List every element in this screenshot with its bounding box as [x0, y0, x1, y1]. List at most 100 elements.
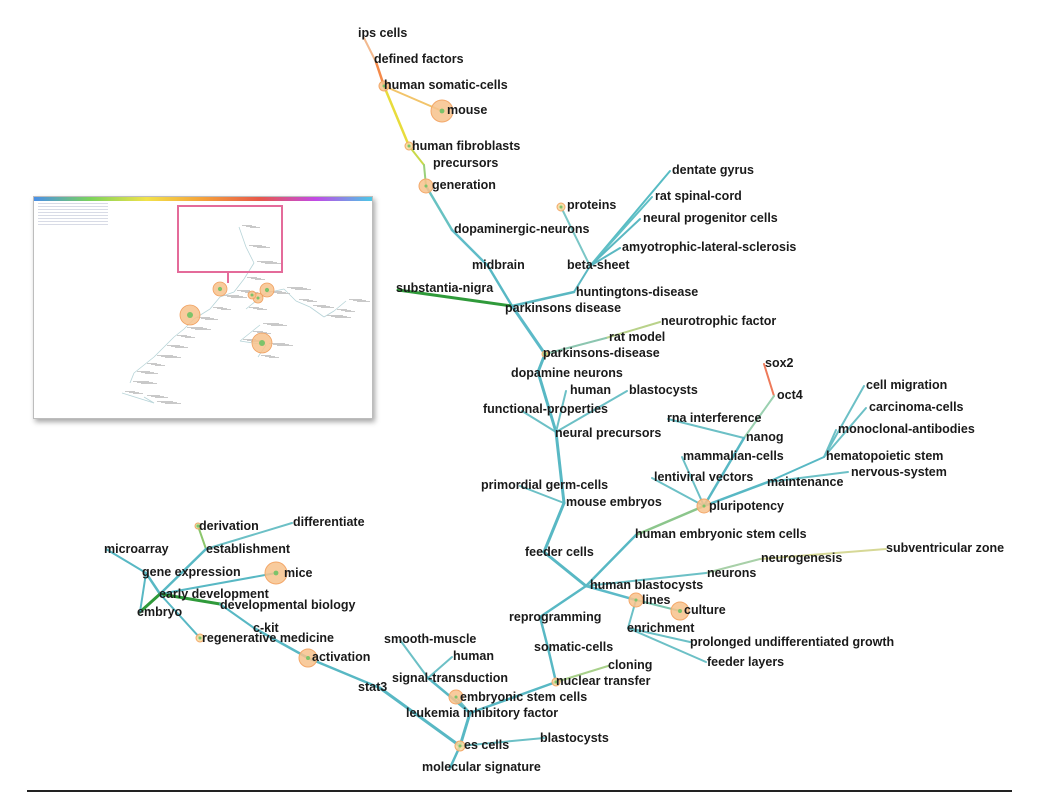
- node-label[interactable]: neurons: [707, 566, 756, 580]
- node-label[interactable]: mammalian-cells: [683, 449, 784, 463]
- node-label[interactable]: hematopoietic stem: [826, 449, 943, 463]
- node-core-pluripotency: [702, 504, 706, 508]
- node-label[interactable]: feeder cells: [525, 545, 594, 559]
- node-label[interactable]: microarray: [104, 542, 169, 556]
- node-label[interactable]: proteins: [567, 198, 616, 212]
- overview-label-mark: [133, 381, 149, 382]
- overview-label-mark: [257, 247, 270, 248]
- node-label[interactable]: functional-properties: [483, 402, 608, 416]
- node-label[interactable]: substantia-nigra: [396, 281, 494, 295]
- node-label[interactable]: beta-sheet: [567, 258, 630, 272]
- node-label[interactable]: leukemia inhibitory factor: [406, 706, 558, 720]
- node-label[interactable]: subventricular zone: [886, 541, 1004, 555]
- node-label[interactable]: sox2: [765, 356, 794, 370]
- node-label[interactable]: primordial germ-cells: [481, 478, 608, 492]
- node-label[interactable]: rat model: [609, 330, 665, 344]
- node-label[interactable]: es cells: [464, 738, 509, 752]
- overview-label-mark: [257, 261, 273, 262]
- node-label[interactable]: somatic-cells: [534, 640, 613, 654]
- node-label[interactable]: oct4: [777, 388, 803, 402]
- node-label[interactable]: lentiviral vectors: [654, 470, 753, 484]
- overview-label-mark: [291, 288, 307, 289]
- node-label[interactable]: ips cells: [358, 26, 407, 40]
- node-label[interactable]: embryonic stem cells: [460, 690, 587, 704]
- node-label[interactable]: huntingtons-disease: [576, 285, 698, 299]
- node-label[interactable]: dentate gyrus: [672, 163, 754, 177]
- node-label[interactable]: lines: [642, 593, 671, 607]
- node-label[interactable]: defined factors: [374, 52, 464, 66]
- node-label[interactable]: human embryonic stem cells: [635, 527, 807, 541]
- node-label[interactable]: nanog: [746, 430, 784, 444]
- node-label[interactable]: parkinsons disease: [505, 301, 621, 315]
- node-label[interactable]: c-kit: [253, 621, 280, 635]
- node-label[interactable]: mouse: [447, 103, 487, 117]
- node-label[interactable]: feeder layers: [707, 655, 784, 669]
- node-label[interactable]: amyotrophic-lateral-sclerosis: [622, 240, 796, 254]
- node-label[interactable]: human: [453, 649, 494, 663]
- node-label[interactable]: neurotrophic factor: [661, 314, 776, 328]
- node-label[interactable]: dopaminergic-neurons: [454, 222, 589, 236]
- node-label[interactable]: gene expression: [142, 565, 241, 579]
- node-label[interactable]: generation: [432, 178, 496, 192]
- node-label[interactable]: culture: [684, 603, 726, 617]
- node-label[interactable]: blastocysts: [540, 731, 609, 745]
- overview-label-mark: [243, 339, 256, 340]
- node-label[interactable]: differentiate: [293, 515, 365, 529]
- edge-microarray-gene-expression: [105, 548, 147, 574]
- node-label[interactable]: nervous-system: [851, 465, 947, 479]
- node-label[interactable]: precursors: [433, 156, 498, 170]
- node-label[interactable]: establishment: [206, 542, 291, 556]
- node-label[interactable]: human: [570, 383, 611, 397]
- node-label[interactable]: embryo: [137, 605, 183, 619]
- node-label[interactable]: smooth-muscle: [384, 632, 476, 646]
- edge-somatic-cells-nuclear-transfer: [546, 646, 558, 684]
- node-label[interactable]: mice: [284, 566, 313, 580]
- overview-viewport-rect[interactable]: [177, 205, 283, 273]
- node-label[interactable]: derivation: [199, 519, 259, 533]
- node-label[interactable]: cell migration: [866, 378, 947, 392]
- edge-primordial-germ-cells-mouse-embryos: [519, 485, 565, 504]
- node-label[interactable]: signal-transduction: [392, 671, 508, 685]
- overview-minimap-panel[interactable]: [33, 196, 373, 419]
- edge-activation-stat3: [306, 656, 382, 690]
- node-label[interactable]: blastocysts: [629, 383, 698, 397]
- overview-label-mark: [331, 316, 347, 317]
- node-label[interactable]: mouse embryos: [566, 495, 662, 509]
- node-label[interactable]: monoclonal-antibodies: [838, 422, 975, 436]
- node-label[interactable]: stat3: [358, 680, 387, 694]
- node-label[interactable]: human fibroblasts: [412, 139, 520, 153]
- node-label[interactable]: midbrain: [472, 258, 525, 272]
- edge-neurons-human-blastocysts: [585, 572, 707, 587]
- edge-smooth-muscle-signal-transduction: [399, 639, 429, 679]
- overview-label-mark: [151, 396, 164, 397]
- node-label[interactable]: molecular signature: [422, 760, 541, 774]
- node-label[interactable]: human somatic-cells: [384, 78, 508, 92]
- overview-edge: [233, 278, 245, 293]
- node-label[interactable]: rat spinal-cord: [655, 189, 742, 203]
- node-label[interactable]: prolonged undifferentiated growth: [690, 635, 894, 649]
- node-label[interactable]: neurogenesis: [761, 551, 842, 565]
- node-label[interactable]: pluripotency: [709, 499, 784, 513]
- node-label[interactable]: parkinsons-disease: [543, 346, 660, 360]
- node-label[interactable]: rna interference: [667, 411, 762, 425]
- node-label[interactable]: carcinoma-cells: [869, 400, 964, 414]
- node-label[interactable]: reprogramming: [509, 610, 601, 624]
- node-label[interactable]: cloning: [608, 658, 652, 672]
- node-label[interactable]: neural progenitor cells: [643, 211, 778, 225]
- edge-leukemia-inhibitory-factor-es-cells: [458, 711, 472, 748]
- node-label[interactable]: developmental biology: [220, 598, 355, 612]
- node-label[interactable]: activation: [312, 650, 370, 664]
- node-label[interactable]: human blastocysts: [590, 578, 703, 592]
- node-core-derivation: [196, 524, 200, 528]
- overview-edge: [283, 288, 297, 302]
- node-label[interactable]: nuclear transfer: [556, 674, 651, 688]
- overview-label-mark: [299, 299, 309, 300]
- overview-label-mark: [246, 226, 256, 227]
- node-label[interactable]: regenerative medicine: [202, 631, 334, 645]
- node-label[interactable]: early development: [159, 587, 270, 601]
- node-label[interactable]: dopamine neurons: [511, 366, 623, 380]
- node-label[interactable]: neural precursors: [555, 426, 661, 440]
- node-label[interactable]: maintenance: [767, 475, 843, 489]
- node-label[interactable]: enrichment: [627, 621, 695, 635]
- edge-differentiate-establishment: [205, 522, 293, 550]
